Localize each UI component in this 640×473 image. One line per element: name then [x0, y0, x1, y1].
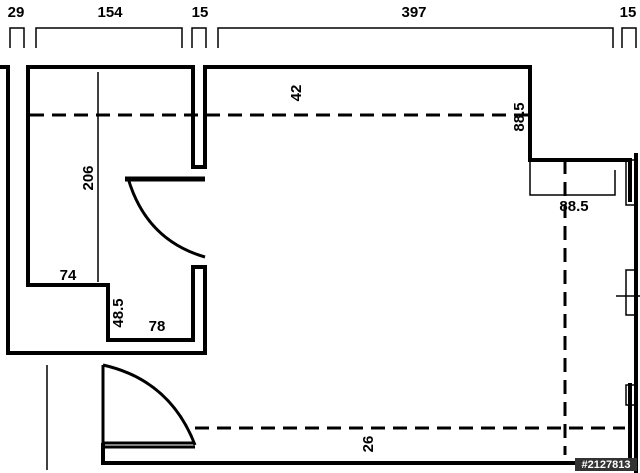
label-42: 42	[288, 85, 305, 102]
bathroom-door	[125, 176, 206, 259]
walls	[0, 65, 638, 473]
wall-caps	[191, 165, 207, 269]
wardrobe-block	[529, 160, 616, 196]
watermark: #2127813	[575, 458, 637, 471]
watermark-text: #2127813	[582, 459, 631, 471]
label-78: 78	[149, 318, 166, 335]
dashed-guides	[30, 113, 625, 455]
window-right	[616, 159, 640, 406]
dim-label-154: 154	[97, 4, 123, 21]
top-dimension-ticks	[9, 27, 637, 48]
entrance-door	[101, 363, 197, 449]
label-206: 206	[80, 165, 97, 190]
dim-label-15-right: 15	[620, 4, 637, 21]
label-48-5: 48.5	[110, 298, 127, 327]
label-88-5-horizontal: 88.5	[559, 198, 588, 215]
label-26: 26	[360, 436, 377, 453]
dim-label-29: 29	[8, 4, 25, 21]
label-74: 74	[60, 267, 77, 284]
dim-label-397: 397	[401, 4, 426, 21]
dim-label-15-left: 15	[192, 4, 209, 21]
label-88-5-vertical: 88.5	[511, 102, 528, 131]
